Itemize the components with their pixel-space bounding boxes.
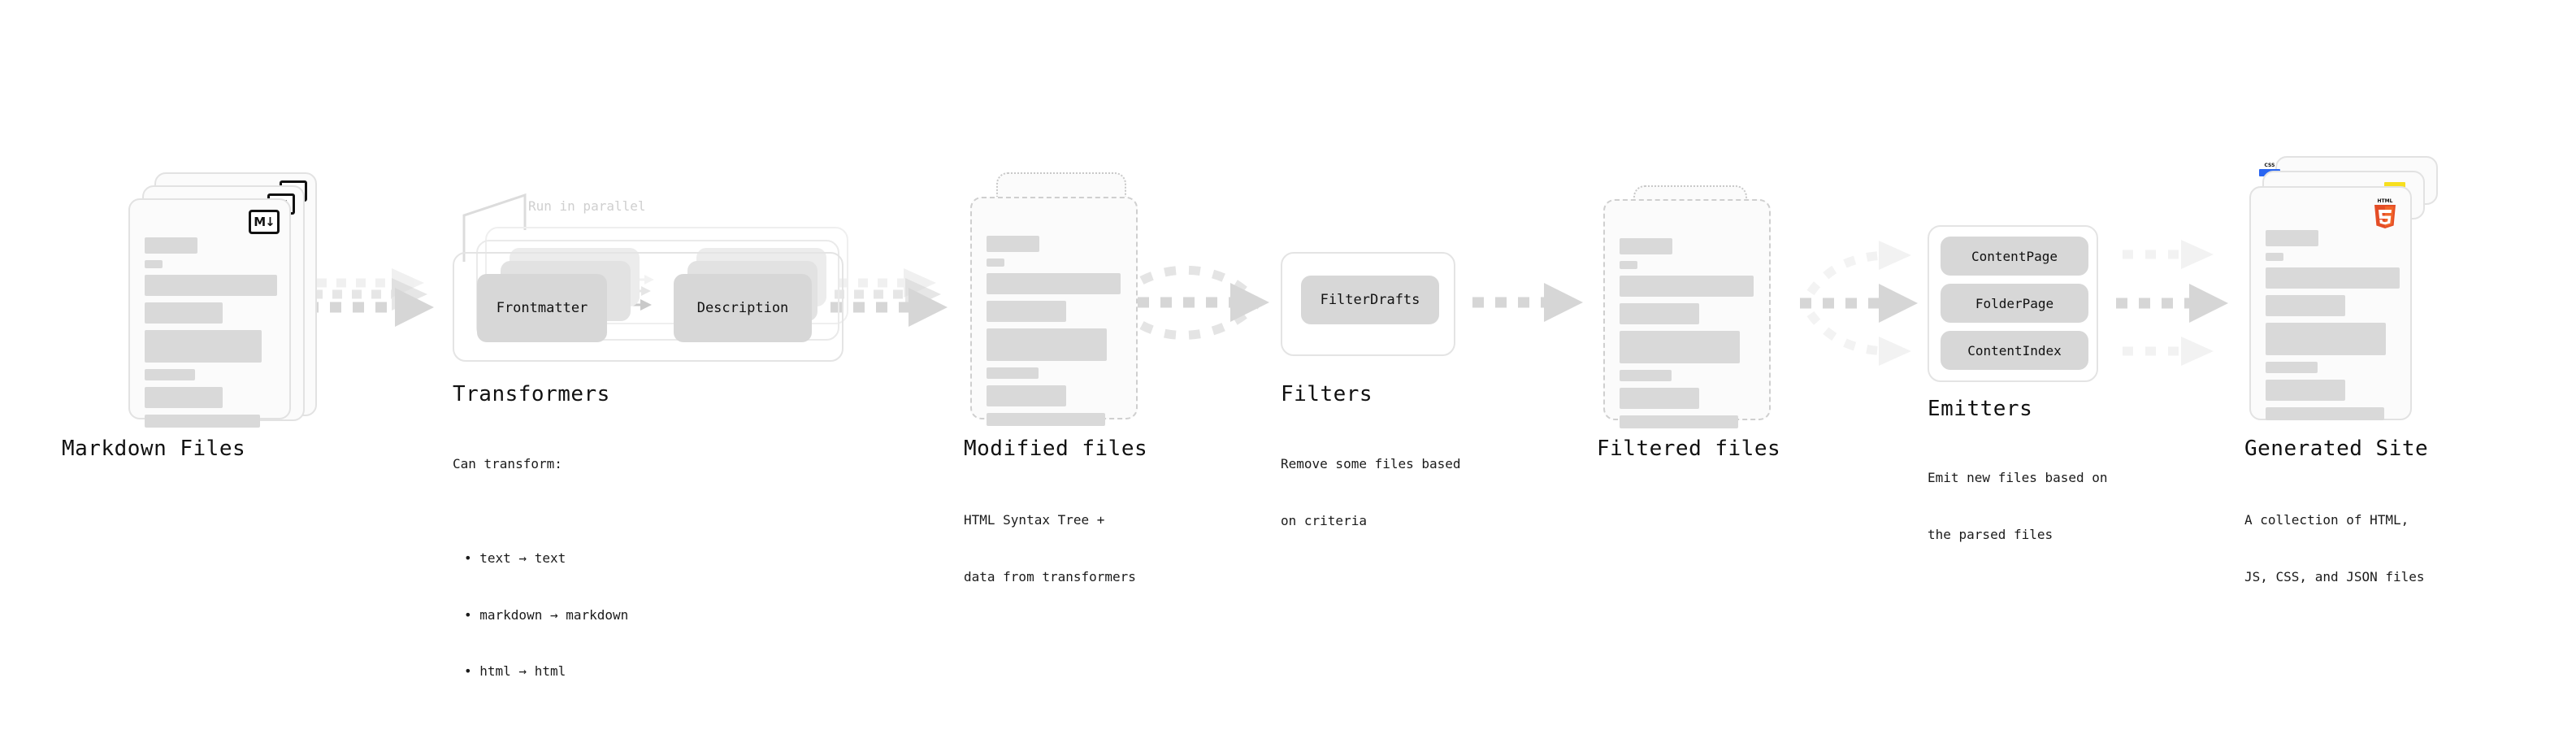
filter-chip-filterdrafts[interactable]: FilterDrafts — [1301, 276, 1439, 324]
transformer-chip-frontmatter[interactable]: Frontmatter — [477, 274, 607, 342]
stage-title-emitters: Emitters — [1928, 397, 2033, 421]
connector-markdown-to-transformers — [307, 268, 434, 327]
diagram-canvas: M↓ M↓ M↓ Markdown Files Run in parallel — [62, 156, 2438, 679]
connector-filters-to-filtered — [1472, 283, 1583, 322]
emitters-box[interactable]: ContentPage FolderPage ContentIndex — [1928, 225, 2098, 382]
html5-icon: HTML — [2371, 196, 2399, 228]
connector-modified-to-filters — [1138, 265, 1269, 340]
stage-title-markdown-files: Markdown Files — [62, 437, 246, 461]
caption-line: A collection of HTML, — [2244, 512, 2409, 528]
caption-line: Emit new files based on — [1928, 470, 2108, 486]
modified-card-front[interactable] — [970, 197, 1138, 426]
connector-filtered-to-emitters — [1800, 241, 1918, 366]
transformers-bullet: • text → text — [464, 550, 566, 567]
transformers-box[interactable]: Frontmatter Description — [453, 252, 843, 362]
emitters-caption: Emit new files based on the parsed files — [1928, 431, 2108, 582]
transformers-bullet: • markdown → markdown — [464, 606, 629, 623]
caption-line: HTML Syntax Tree + — [964, 512, 1105, 528]
emitter-chip-contentindex[interactable]: ContentIndex — [1941, 331, 2088, 370]
transformers-bullet-list: • text → text • markdown → markdown • ht… — [453, 511, 628, 719]
stage-title-transformers: Transformers — [453, 382, 610, 406]
transformers-caption: Can transform: • text → text • markdown … — [453, 417, 628, 756]
stage-title-modified-files: Modified files — [964, 437, 1148, 461]
file-content-placeholder — [1620, 238, 1754, 435]
stage-title-generated-site: Generated Site — [2244, 437, 2429, 461]
file-content-placeholder — [987, 236, 1121, 432]
filtered-card-front[interactable] — [1603, 199, 1771, 428]
run-in-parallel-label: Run in parallel — [528, 198, 646, 214]
svg-text:HTML: HTML — [2378, 198, 2393, 204]
caption-line: the parsed files — [1928, 526, 2053, 542]
transformers-caption-head: Can transform: — [453, 456, 562, 472]
filters-caption: Remove some files based on criteria — [1281, 417, 1461, 568]
emitter-chip-folderpage[interactable]: FolderPage — [1941, 284, 2088, 323]
generated-site-caption: A collection of HTML, JS, CSS, and JSON … — [2244, 473, 2425, 624]
transformers-bullet: • html → html — [464, 663, 566, 680]
filters-box[interactable]: FilterDrafts — [1281, 252, 1455, 356]
caption-line: on criteria — [1281, 512, 1367, 528]
stage-title-filtered-files: Filtered files — [1597, 437, 1781, 461]
markdown-card-front[interactable]: M↓ — [128, 198, 291, 428]
transformer-chip-description[interactable]: Description — [674, 274, 812, 342]
caption-line: data from transformers — [964, 568, 1136, 584]
file-content-placeholder — [145, 237, 277, 434]
caption-line: JS, CSS, and JSON files — [2244, 568, 2425, 584]
site-card-front[interactable]: HTML — [2249, 186, 2412, 420]
emitter-chip-contentpage[interactable]: ContentPage — [1941, 237, 2088, 276]
caption-line: Remove some files based — [1281, 456, 1461, 472]
stage-title-filters: Filters — [1281, 382, 1373, 406]
file-content-placeholder — [2266, 230, 2400, 427]
markdown-icon: M↓ — [249, 210, 280, 234]
connector-emitters-to-site — [2116, 240, 2228, 366]
modified-files-caption: HTML Syntax Tree + data from transformer… — [964, 473, 1136, 624]
